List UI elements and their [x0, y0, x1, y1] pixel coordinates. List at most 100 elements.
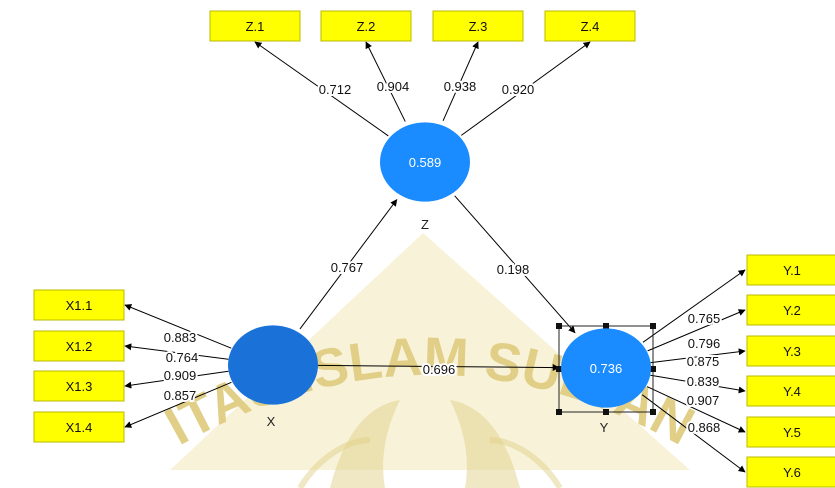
edge-y-indicator-2 — [647, 309, 746, 352]
path-x-to-y-label: 0.696 — [423, 362, 456, 377]
indicator-z-2[interactable]: Z.2 — [320, 10, 412, 42]
coefficient-labels: 0.712 0.904 0.938 0.920 0.883 0.764 0.909 0.857… — [162, 77, 723, 437]
indicator-box[interactable] — [746, 294, 835, 326]
path-x-to-z — [299, 199, 398, 330]
resize-handle-1[interactable] — [556, 323, 562, 329]
construct-name: X — [267, 414, 276, 429]
indicator-x-2[interactable]: X1.2 — [33, 330, 125, 362]
watermark-emblem-arc-right — [489, 437, 563, 488]
resize-handle-8[interactable] — [650, 409, 656, 415]
indicator-box[interactable] — [33, 370, 125, 402]
edge-y-indicator-4 — [650, 374, 746, 394]
loading-label-y-4: 0.839 — [687, 374, 720, 389]
indicator-box[interactable] — [432, 10, 524, 42]
resize-handle-7[interactable] — [603, 409, 609, 415]
construct-circle[interactable] — [380, 122, 470, 202]
loading-label-y-1: 0.765 — [688, 311, 721, 326]
loading-label-z-4: 0.920 — [502, 82, 535, 97]
loading-label-x-1: 0.883 — [164, 330, 197, 345]
indicator-label: X1.3 — [66, 379, 93, 394]
edge-x-indicator-2 — [124, 343, 229, 360]
indicator-label: X1.2 — [66, 339, 93, 354]
indicator-x-3[interactable]: X1.3 — [33, 370, 125, 402]
indicator-label: Y.6 — [783, 465, 801, 480]
edge-y-indicator-6 — [641, 394, 746, 473]
watermark-emblem-arc-left — [297, 437, 371, 488]
loading-label-y-2: 0.796 — [688, 336, 721, 351]
indicator-z-1[interactable]: Z.1 — [209, 10, 301, 42]
indicator-y-4[interactable]: Y.4 — [746, 375, 835, 407]
edge-z-indicator-3 — [442, 41, 479, 121]
indicator-box[interactable] — [33, 289, 125, 321]
resize-handle-6[interactable] — [556, 409, 562, 415]
indicator-box[interactable] — [209, 10, 301, 42]
loading-label-x-2: 0.764 — [166, 350, 199, 365]
indicator-box[interactable] — [33, 330, 125, 362]
edge-x-indicator-4 — [124, 381, 232, 428]
edge-y-indicator-3 — [650, 348, 746, 364]
indicator-box[interactable] — [746, 456, 835, 488]
path-x-to-z-label: 0.767 — [331, 260, 364, 275]
loading-label-y-5: 0.907 — [687, 393, 720, 408]
edge-y-indicator-5 — [646, 386, 746, 433]
nodes: Z.1 Z.2 Z.3 Z.4X1.1X1.2X1.3X1.4 Y.1Y.2Y.3Y.4… — [33, 10, 835, 488]
edge-z-indicator-1 — [254, 41, 389, 137]
indicator-label: Z.3 — [469, 19, 488, 34]
indicator-box[interactable] — [746, 416, 835, 448]
construct-name: Y — [600, 420, 609, 435]
construct-circle[interactable] — [228, 325, 318, 405]
loading-label-y-3: 0.875 — [687, 354, 720, 369]
indicator-box[interactable] — [746, 254, 835, 286]
path-z-to-y — [454, 195, 576, 334]
resize-handle-4[interactable] — [556, 366, 562, 372]
indicator-label: Z.2 — [357, 19, 376, 34]
indicator-y-3[interactable]: Y.3 — [746, 335, 835, 367]
construct-circle[interactable] — [561, 328, 651, 408]
indicator-z-4[interactable]: Z.4 — [544, 10, 636, 42]
edge-z-indicator-2 — [365, 41, 406, 122]
resize-handle-3[interactable] — [650, 323, 656, 329]
loading-label-z-1: 0.712 — [319, 82, 352, 97]
loading-label-z-2: 0.904 — [377, 79, 410, 94]
indicator-label: Y.3 — [783, 344, 801, 359]
indicator-y-6[interactable]: Y.6 — [746, 456, 835, 488]
indicator-y-1[interactable]: Y.1 — [746, 254, 835, 286]
indicator-box[interactable] — [33, 411, 125, 443]
indicator-x-4[interactable]: X1.4 — [33, 411, 125, 443]
edge-x-indicator-3 — [124, 370, 229, 389]
construct-name: Z — [421, 217, 429, 232]
indicator-x-1[interactable]: X1.1 — [33, 289, 125, 321]
construct-x[interactable]: X — [228, 325, 318, 429]
path-z-to-y-label: 0.198 — [497, 262, 530, 277]
indicator-box[interactable] — [746, 335, 835, 367]
indicator-box[interactable] — [544, 10, 636, 42]
loading-label-y-6: 0.868 — [688, 420, 721, 435]
indicator-label: Y.5 — [783, 425, 801, 440]
indicator-y-5[interactable]: Y.5 — [746, 416, 835, 448]
loading-label-z-3: 0.938 — [444, 79, 477, 94]
path-x-to-y — [317, 364, 560, 372]
indicator-label: Y.2 — [783, 303, 801, 318]
loading-label-x-3: 0.909 — [164, 368, 197, 383]
indicator-y-2[interactable]: Y.2 — [746, 294, 835, 326]
watermark-emblem-left — [330, 400, 400, 488]
watermark-emblem-right — [450, 400, 520, 488]
indicator-label: Y.1 — [783, 263, 801, 278]
edge-x-indicator-1 — [124, 304, 232, 349]
r-squared-value: 0.736 — [590, 361, 623, 376]
resize-handle-5[interactable] — [650, 366, 656, 372]
edge-z-indicator-4 — [460, 41, 591, 136]
indicator-label: X1.4 — [66, 420, 93, 435]
indicator-label: X1.1 — [66, 298, 93, 313]
edge-y-indicator-1 — [642, 269, 746, 343]
indicator-box[interactable] — [320, 10, 412, 42]
r-squared-value: 0.589 — [409, 155, 442, 170]
loading-label-x-4: 0.857 — [164, 388, 197, 403]
indicator-label: Z.1 — [246, 19, 265, 34]
indicator-box[interactable] — [746, 375, 835, 407]
indicator-z-3[interactable]: Z.3 — [432, 10, 524, 42]
resize-handle-2[interactable] — [603, 323, 609, 329]
